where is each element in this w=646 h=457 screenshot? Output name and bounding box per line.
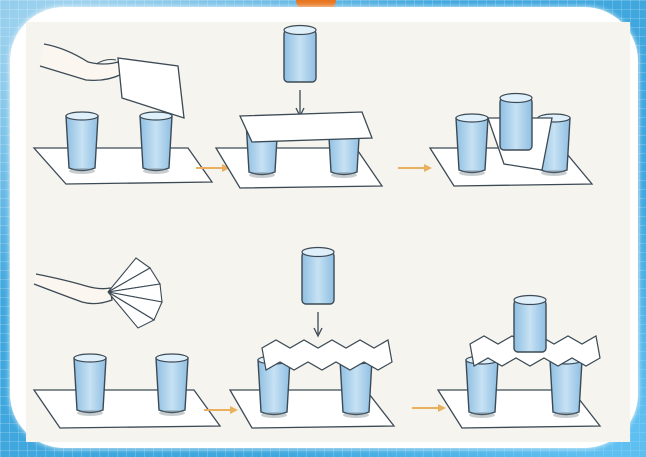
glass-icon — [74, 354, 106, 416]
glass-icon — [514, 296, 546, 353]
glass-icon — [302, 248, 334, 305]
glass-icon — [500, 94, 532, 151]
folded-paper-icon — [108, 258, 162, 328]
paper-sheet-icon — [118, 58, 184, 118]
hand-icon — [40, 44, 122, 80]
base-sheet — [34, 148, 212, 184]
arrow-icon — [412, 404, 446, 412]
base-sheet — [34, 390, 220, 428]
glass-icon — [140, 112, 172, 174]
glass-icon — [456, 114, 488, 176]
hand-icon — [34, 274, 112, 304]
glass-icon — [66, 112, 98, 174]
glass-icon — [550, 356, 582, 418]
glass-icon — [466, 356, 498, 418]
glass-icon — [156, 354, 188, 416]
arrow-icon — [398, 164, 432, 172]
paper-bridge-experiment-illustration — [26, 22, 630, 442]
paper-sheet-icon — [240, 112, 372, 142]
glass-icon — [284, 26, 316, 83]
illustration-panel — [26, 22, 630, 442]
